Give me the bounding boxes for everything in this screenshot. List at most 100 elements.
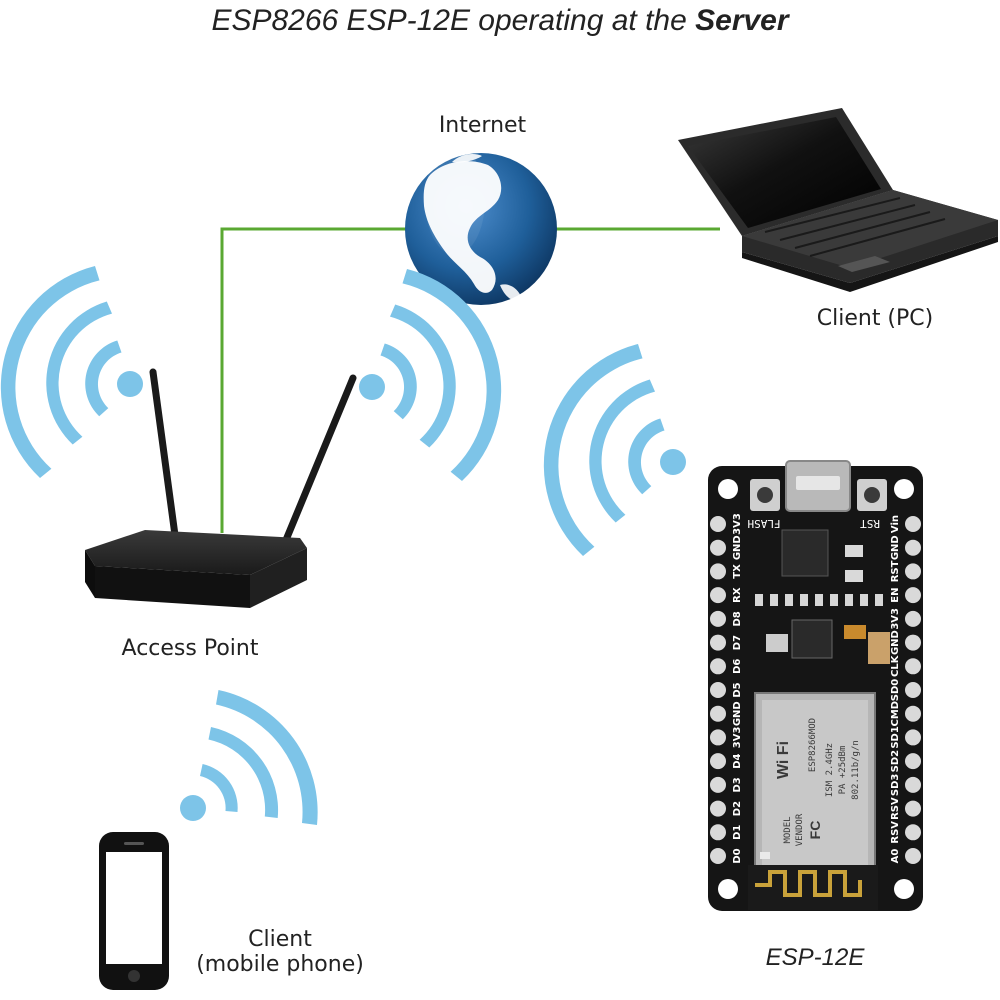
- module-line-4: 802.11b/g/n: [851, 740, 861, 800]
- right-pin-label: SD1: [890, 726, 901, 749]
- right-pin-hole: [905, 800, 921, 817]
- right-pin-hole: [905, 848, 921, 864]
- left-pin-label: D1: [732, 825, 743, 840]
- left-pin-hole: [710, 705, 726, 722]
- left-pin-label: 3V3: [732, 727, 743, 749]
- right-pin-holes: [905, 516, 921, 864]
- left-pin-hole: [710, 776, 726, 793]
- laptop-icon: [678, 108, 998, 292]
- right-pin-label: SD2: [890, 750, 901, 773]
- left-pin-label: TX: [732, 564, 743, 579]
- esp-board-icon: [708, 460, 923, 911]
- right-pin-hole: [905, 776, 921, 793]
- client-pc-label: Client (PC): [816, 306, 934, 331]
- right-pin-label: Vin: [890, 515, 901, 533]
- left-pin-label: D5: [732, 682, 743, 697]
- left-pin-hole: [710, 848, 726, 864]
- esp-label: ESP-12E: [765, 944, 865, 971]
- model-line-2: VENDOR: [795, 813, 805, 846]
- right-pin-hole: [905, 682, 921, 698]
- left-pin-hole: [710, 658, 726, 675]
- right-pin-hole: [905, 824, 921, 841]
- right-pin-hole: [905, 610, 921, 627]
- right-pin-label: RSV: [890, 821, 901, 844]
- right-pin-hole: [905, 705, 921, 722]
- right-pin-hole: [905, 634, 921, 651]
- left-pin-label: D0: [732, 848, 743, 863]
- title-emphasis: Server: [695, 4, 789, 37]
- left-pin-label: D3: [732, 777, 743, 792]
- right-pin-label: CLK: [890, 654, 901, 677]
- wifi-signal-router-right-icon: [359, 269, 502, 481]
- right-pin-labels: A0RSVRSVSD3SD2SD1CMDSD0CLKGND3V3ENRSTGND…: [890, 515, 901, 863]
- access-point-label: Access Point: [121, 636, 259, 661]
- left-pin-hole: [710, 610, 726, 627]
- wifi-waves: [0, 266, 686, 825]
- client-mobile-label: Client (mobile phone): [180, 927, 380, 977]
- left-pin-label: D4: [732, 753, 743, 768]
- left-pin-hole: [710, 634, 726, 651]
- right-pin-label: RST: [890, 560, 901, 582]
- internet-label: Internet: [438, 113, 527, 138]
- left-pin-label: D2: [732, 801, 743, 816]
- right-pin-hole: [905, 729, 921, 746]
- router-icon: [85, 368, 357, 608]
- title-prefix: ESP8266 ESP-12E operating at the: [211, 4, 696, 37]
- left-pin-hole: [710, 824, 726, 841]
- left-pin-holes: [710, 516, 726, 864]
- button-rst-label: RST: [860, 517, 880, 530]
- wifi-module-markings: ESP8266MOD ISM 2.4GHz PA +25dBm 802.11b/…: [775, 718, 861, 846]
- left-pin-hole: [710, 800, 726, 817]
- right-pin-hole: [905, 587, 921, 604]
- right-pin-hole: [905, 563, 921, 580]
- right-pin-hole: [905, 516, 921, 532]
- left-pin-hole: [710, 539, 726, 556]
- module-line-1: ESP8266MOD: [808, 718, 818, 772]
- right-pin-label: CMD: [890, 701, 901, 727]
- right-pin-label: RSV: [890, 797, 901, 820]
- wifi-signal-router-left-icon: [0, 266, 143, 478]
- left-pin-hole: [710, 516, 726, 532]
- diagram-title: ESP8266 ESP-12E operating at the Server: [0, 4, 1000, 38]
- right-pin-label: EN: [890, 588, 901, 603]
- wifi-signal-phone-icon: [180, 690, 318, 825]
- right-pin-label: 3V3: [890, 608, 901, 630]
- left-pin-label: D7: [732, 635, 743, 650]
- right-pin-hole: [905, 539, 921, 556]
- client-mobile-label-line1: Client: [248, 927, 312, 952]
- esp-board-silkscreen: FLASH RST: [747, 517, 880, 530]
- right-pin-label: GND: [890, 535, 901, 560]
- left-pin-label: GND: [732, 701, 743, 726]
- left-pin-hole: [710, 729, 726, 746]
- fc-mark: FC: [807, 821, 823, 840]
- mobile-phone-icon: [99, 832, 169, 990]
- left-pin-hole: [710, 587, 726, 604]
- module-line-2: ISM 2.4GHz: [825, 743, 835, 797]
- wifi-signal-esp-icon: [543, 344, 686, 556]
- left-pin-hole: [710, 682, 726, 698]
- left-pin-hole: [710, 753, 726, 770]
- right-pin-hole: [905, 753, 921, 770]
- left-pin-label: D8: [732, 611, 743, 626]
- link-router-internet: [220, 227, 406, 533]
- right-pin-label: SD3: [890, 774, 901, 797]
- right-pin-label: A0: [890, 849, 901, 864]
- network-links: [220, 227, 720, 533]
- button-flash-label: FLASH: [747, 517, 780, 530]
- left-pin-label: 3V3: [732, 513, 743, 535]
- left-pin-label: D6: [732, 659, 743, 674]
- globe-icon: [405, 145, 557, 305]
- model-line-1: MODEL: [783, 816, 793, 843]
- right-pin-hole: [905, 658, 921, 675]
- left-pin-hole: [710, 563, 726, 580]
- left-pin-label: GND: [732, 535, 743, 560]
- client-mobile-label-line2: (mobile phone): [196, 952, 364, 977]
- right-pin-label: SD0: [890, 679, 901, 702]
- wifi-badge: Wi Fi: [775, 741, 792, 779]
- module-line-3: PA +25dBm: [838, 746, 848, 795]
- right-pin-label: GND: [890, 630, 901, 655]
- left-pin-label: RX: [732, 587, 743, 603]
